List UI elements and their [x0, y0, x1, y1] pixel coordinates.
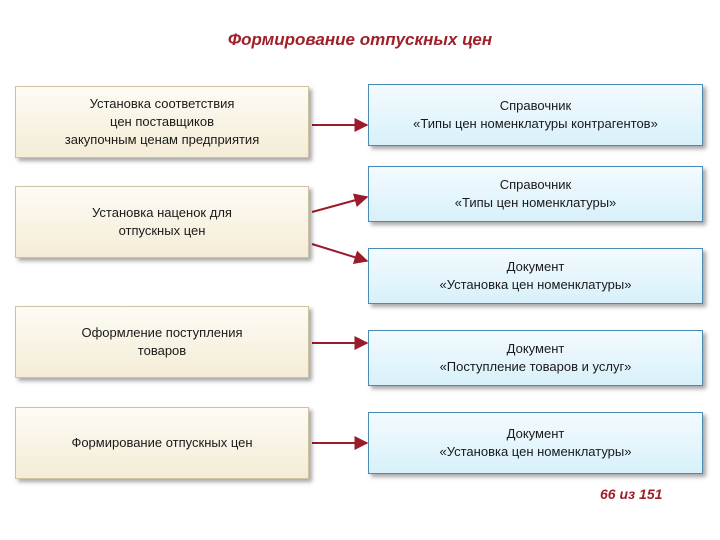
- box-text-line: Формирование отпускных цен: [71, 435, 253, 450]
- catalog-price-types: Справочник «Типы цен номенклатуры»: [368, 166, 703, 222]
- box-text-line: Документ: [506, 259, 565, 274]
- box-text-line: Документ: [506, 426, 565, 441]
- box-text-line: «Типы цен номенклатуры контрагентов»: [413, 116, 658, 131]
- box-text-line: товаров: [137, 343, 187, 358]
- box-text-line: Справочник: [499, 98, 572, 113]
- box-text-line: «Установка цен номенклатуры»: [439, 444, 632, 459]
- box-text-line: Установка соответствия: [89, 96, 235, 111]
- page-indicator: 66 из 151: [600, 486, 663, 502]
- step-price-matching: Установка соответствия цен поставщиков з…: [15, 86, 309, 158]
- box-text-line: цен поставщиков: [110, 114, 214, 129]
- step-selling-price-formation: Формирование отпускных цен: [15, 407, 309, 479]
- box-text-line: «Установка цен номенклатуры»: [439, 277, 632, 292]
- diagram-title: Формирование отпускных цен: [227, 30, 493, 49]
- arrow-2a: [311, 193, 369, 213]
- box-text-line: Документ: [506, 341, 565, 356]
- box-text-line: отпускных цен: [118, 223, 206, 238]
- document-price-setting: Документ «Установка цен номенклатуры»: [368, 248, 703, 304]
- box-text-line: Справочник: [499, 177, 572, 192]
- box-text-line: «Типы цен номенклатуры»: [454, 195, 617, 210]
- catalog-contractor-price-types: Справочник «Типы цен номенклатуры контра…: [368, 84, 703, 146]
- step-goods-receipt: Оформление поступления товаров: [15, 306, 309, 378]
- box-text-line: закупочным ценам предприятия: [64, 132, 260, 147]
- step-markup-setup: Установка наценок для отпускных цен: [15, 186, 309, 258]
- box-text-line: Установка наценок для: [92, 205, 232, 220]
- box-text-line: «Поступление товаров и услуг»: [439, 359, 632, 374]
- box-text-line: Оформление поступления: [81, 325, 243, 340]
- document-goods-services-receipt: Документ «Поступление товаров и услуг»: [368, 330, 703, 386]
- arrow-2b: [311, 243, 369, 264]
- document-price-setting-final: Документ «Установка цен номенклатуры»: [368, 412, 703, 474]
